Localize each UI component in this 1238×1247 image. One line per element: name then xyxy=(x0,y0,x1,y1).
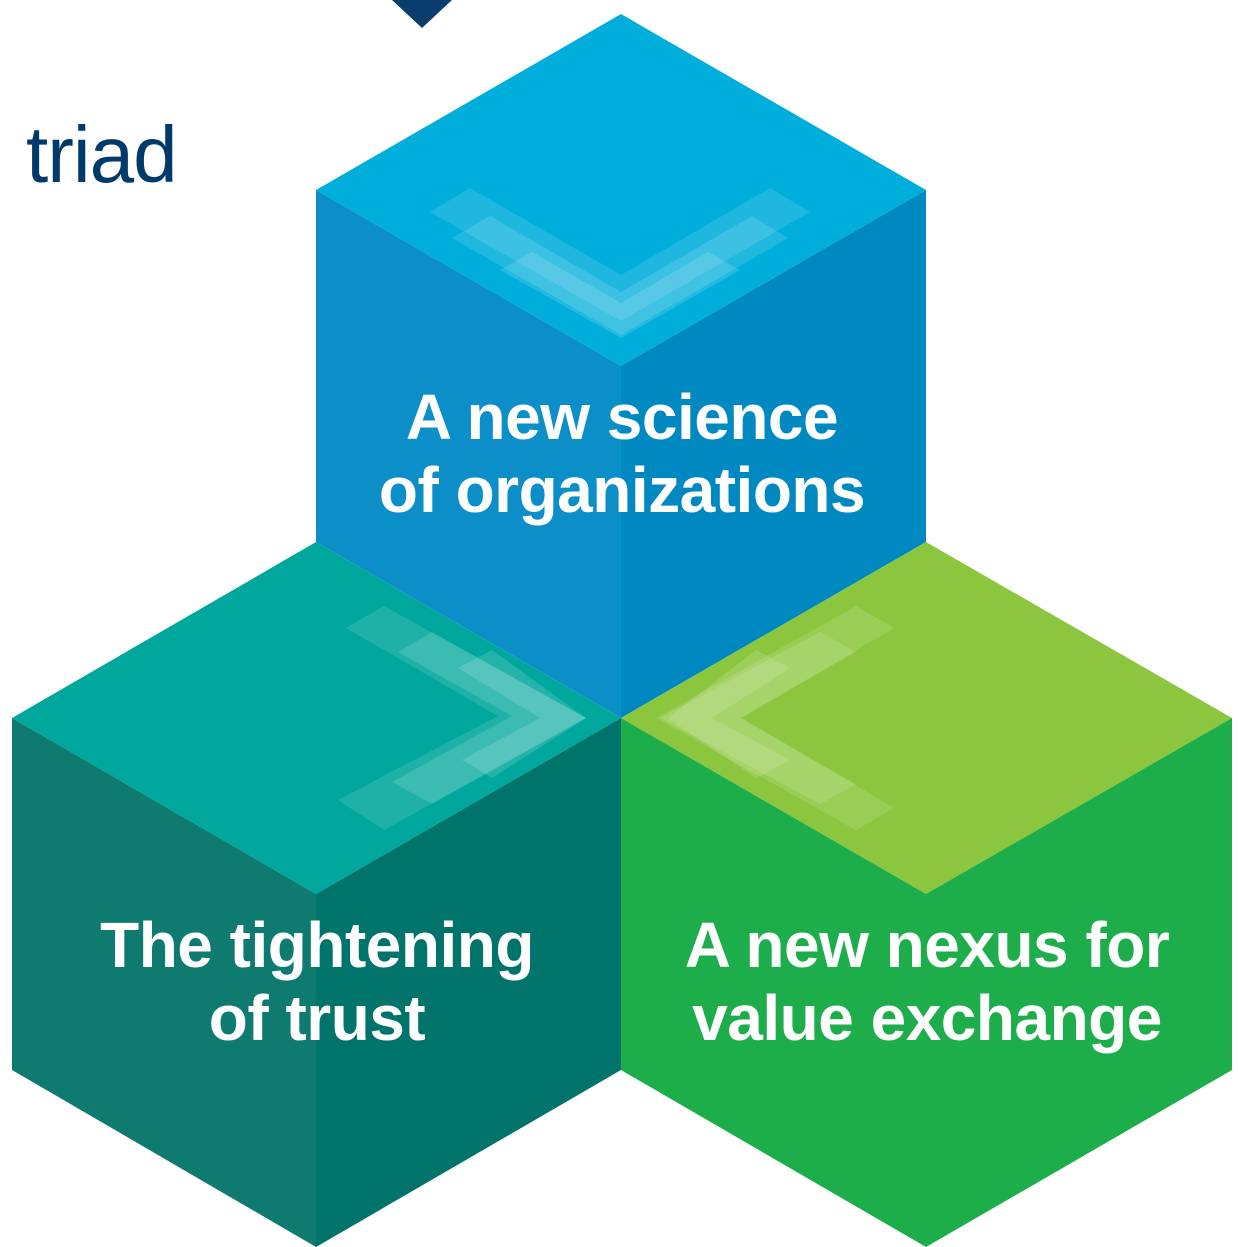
cube-trust-right-face xyxy=(316,718,621,1247)
cube-trust-left-face xyxy=(12,718,316,1247)
cube-trust-label-line2: of trust xyxy=(208,981,426,1054)
cube-science-label-line1: A new science xyxy=(405,381,839,453)
cube-trust-label: The tightening of trust xyxy=(20,909,614,1055)
cube-nexus-label: A new nexus for value exchange xyxy=(630,909,1224,1055)
brand-title: triad xyxy=(26,110,178,199)
cube-nexus-left-face xyxy=(621,718,926,1247)
cube-nexus-label-line1: A new nexus for xyxy=(684,909,1170,981)
cube-science xyxy=(316,14,926,718)
cube-nexus-right-face xyxy=(926,718,1232,1247)
cube-nexus-top-face xyxy=(621,542,1232,894)
cube-science-label: A new science of organizations xyxy=(324,381,920,527)
cube-nexus xyxy=(621,542,1232,1247)
cube-science-label-line2: of organizations xyxy=(378,453,866,526)
left-chevron-icon xyxy=(656,606,894,830)
cube-nexus-label-line2: value exchange xyxy=(692,981,1162,1054)
down-chevron-icon xyxy=(430,188,810,338)
cube-trust-label-line1: The tightening xyxy=(100,909,534,981)
right-chevron-icon xyxy=(338,606,586,830)
cube-trust-top-face xyxy=(12,542,621,894)
down-triangle-icon xyxy=(392,0,452,28)
cube-trust xyxy=(12,542,621,1247)
